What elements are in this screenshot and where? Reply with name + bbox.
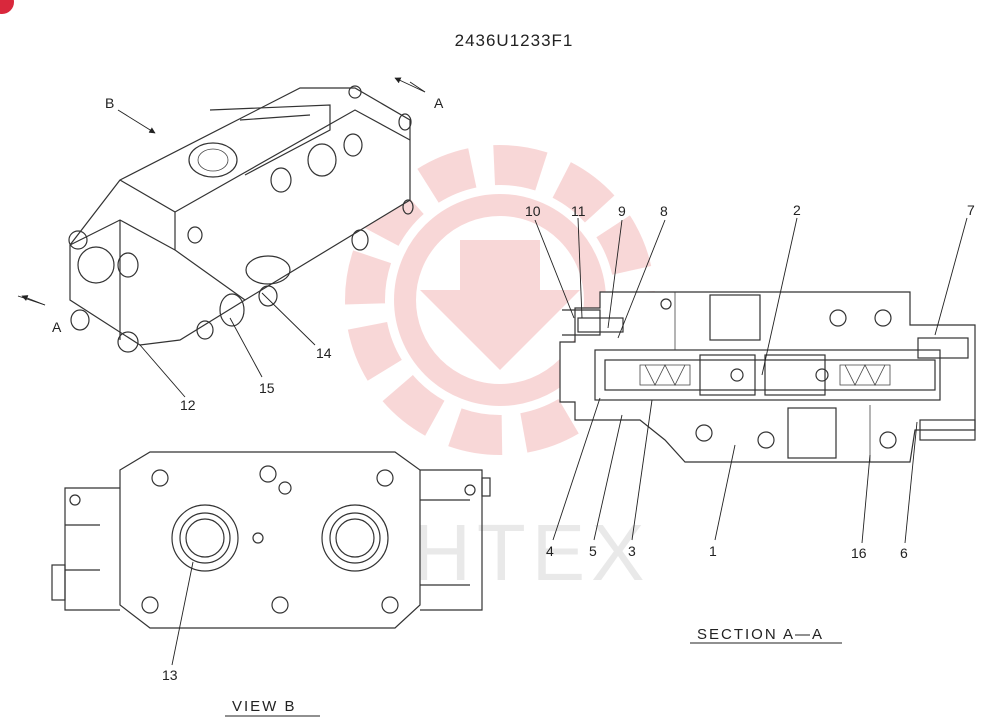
callout-16: 16 [851, 545, 867, 561]
view-marker-a-left: A [52, 319, 62, 335]
callout-9: 9 [618, 203, 626, 219]
callout-1: 1 [709, 543, 717, 559]
view-b-caption: VIEW B [232, 698, 297, 715]
callout-7: 7 [967, 202, 975, 218]
isometric-leaders [139, 292, 316, 398]
view-marker-b: B [105, 95, 114, 111]
callout-10: 10 [525, 203, 541, 219]
callout-3: 3 [628, 543, 636, 559]
callout-8: 8 [660, 203, 668, 219]
section-a-a-drawing [559, 291, 976, 463]
callout-12: 12 [180, 397, 196, 413]
callout-2: 2 [793, 202, 801, 218]
callout-11: 11 [571, 203, 586, 219]
callout-6: 6 [900, 545, 908, 561]
callout-15: 15 [259, 380, 275, 396]
part-number-title: 2436U1233F1 [455, 31, 574, 50]
view-b-drawing [51, 451, 491, 629]
section-caption: SECTION A—A [697, 626, 824, 643]
view-marker-a-top: A [434, 95, 444, 111]
callout-5: 5 [589, 543, 597, 559]
callout-14: 14 [316, 345, 332, 361]
isometric-view [68, 85, 414, 353]
view-arrows [17, 77, 426, 306]
callout-13: 13 [162, 667, 178, 683]
section-leaders [534, 217, 968, 544]
callout-4: 4 [546, 543, 554, 559]
